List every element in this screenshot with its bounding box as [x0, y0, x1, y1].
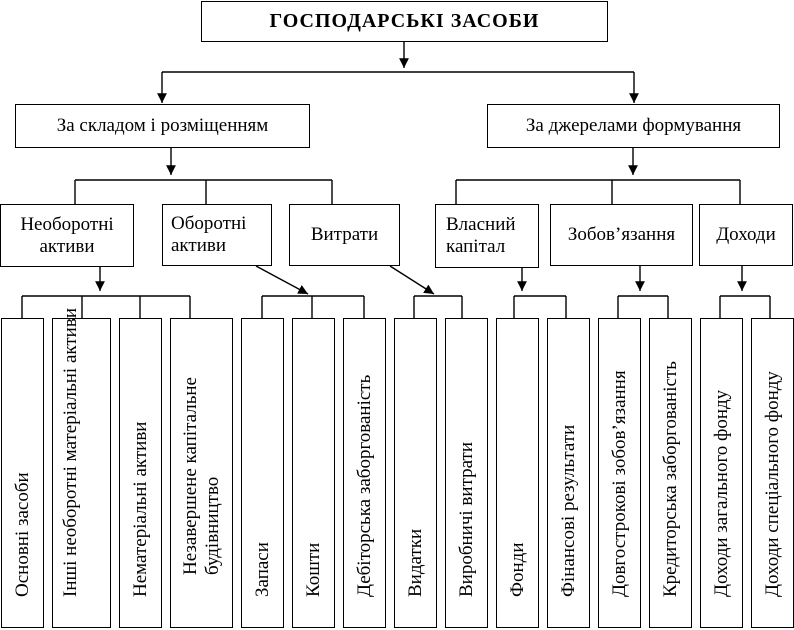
group-liabilities: Зобов’язання: [550, 204, 693, 266]
group-label: Необоротні активи: [20, 213, 114, 257]
item-label: Фінансові результати: [557, 424, 579, 598]
group-label: Зобов’язання: [567, 224, 676, 246]
item-label: Кошти: [302, 542, 324, 598]
item-label: Кредиторська заборгованість: [659, 361, 681, 598]
connector-expenses: [389, 265, 435, 295]
diagram-title: ГОСПОДАРСЬКІ ЗАСОБИ: [201, 1, 608, 42]
item-box: Дебіторська заборгованість: [343, 318, 386, 628]
group-label: Власний капітал: [446, 214, 516, 257]
item-box: Кошти: [292, 318, 335, 628]
category-composition: За складом і розміщенням: [15, 104, 310, 148]
diagram-title-text: ГОСПОДАРСЬКІ ЗАСОБИ: [269, 10, 540, 32]
item-box: Інші необоротні матеріальні активи: [52, 308, 111, 628]
item-box: Довгострокові зобов’язання: [598, 318, 641, 628]
item-box: Фонди: [496, 318, 539, 628]
item-label: Фонди: [506, 542, 528, 598]
group-noncurrent-assets: Необоротні активи: [0, 204, 134, 267]
item-box: Кредиторська заборгованість: [649, 318, 692, 628]
item-label: Довгострокові зобов’язання: [608, 370, 630, 598]
item-box: Доходи загального фонду: [700, 318, 743, 628]
item-box: Запаси: [241, 318, 284, 628]
group-expenses: Витрати: [289, 204, 400, 266]
item-label: Виробничі витрати: [455, 442, 477, 598]
item-label: Інші необоротні матеріальні активи: [59, 308, 81, 598]
group-equity: Власний капітал: [435, 204, 539, 268]
item-label: Основні засоби: [11, 472, 33, 598]
group-label: Доходи: [716, 224, 776, 246]
item-label: Доходи спеціального фонду: [761, 371, 783, 598]
item-box: Незавершене капітальне будівництво: [170, 318, 233, 628]
item-label: Доходи загального фонду: [710, 389, 732, 598]
group-label: Оборотні активи: [171, 213, 247, 256]
item-label: Нематеріальні активи: [129, 421, 151, 598]
item-box: Фінансові результати: [547, 318, 590, 628]
connector-current: [255, 265, 309, 295]
item-label: Незавершене капітальне будівництво: [179, 377, 223, 576]
item-box: Видатки: [394, 318, 437, 628]
item-box: Доходи спеціального фонду: [751, 318, 794, 628]
item-label: Запаси: [251, 542, 273, 598]
group-income: Доходи: [699, 204, 793, 266]
group-current-assets: Оборотні активи: [162, 204, 272, 266]
item-box: Нематеріальні активи: [119, 318, 162, 628]
item-box: Основні засоби: [1, 318, 44, 628]
item-box: Виробничі витрати: [445, 318, 488, 628]
item-label: Видатки: [404, 529, 426, 598]
item-label: Дебіторська заборгованість: [353, 374, 375, 598]
category-sources: За джерелами формування: [487, 104, 780, 148]
category-composition-label: За складом і розміщенням: [56, 114, 269, 136]
category-sources-label: За джерелами формування: [525, 114, 742, 136]
group-label: Витрати: [310, 224, 379, 246]
